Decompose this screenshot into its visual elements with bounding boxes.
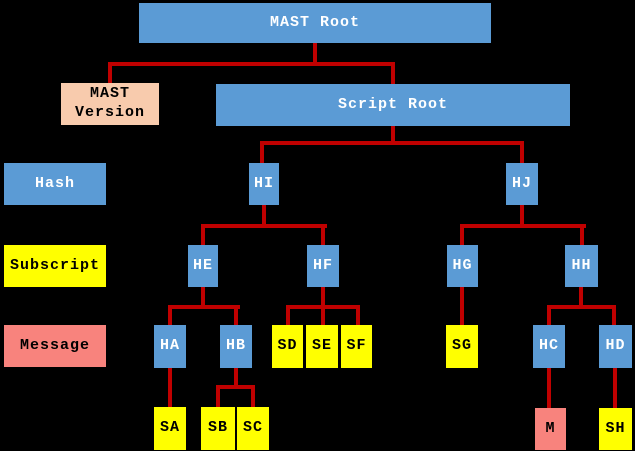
row-label-message: Message — [4, 325, 106, 367]
tree-edge — [260, 141, 264, 163]
node-hb: HB — [220, 325, 252, 368]
node-se: SE — [306, 325, 338, 368]
node-sd: SD — [272, 325, 303, 368]
tree-edge — [234, 305, 238, 325]
node-he: HE — [188, 245, 218, 287]
tree-edge — [201, 224, 327, 228]
node-hc: HC — [533, 325, 565, 368]
tree-edge — [520, 141, 524, 163]
tree-edge — [579, 287, 583, 307]
tree-edge — [547, 305, 616, 309]
tree-edge — [313, 43, 317, 63]
node-hd: HD — [599, 325, 632, 368]
tree-edge — [613, 368, 617, 408]
tree-edge — [391, 62, 395, 84]
tree-edge — [356, 305, 360, 325]
tree-edge — [520, 205, 524, 225]
node-sc: SC — [237, 407, 269, 450]
tree-edge — [251, 385, 255, 407]
tree-edge — [286, 305, 360, 309]
tree-edge — [580, 224, 584, 245]
node-sh: SH — [599, 408, 632, 450]
tree-edge — [547, 368, 551, 408]
node-hi: HI — [249, 163, 279, 205]
tree-edge — [260, 141, 524, 145]
row-label-subscript: Subscript — [4, 245, 106, 287]
node-mast-version: MAST Version — [61, 83, 159, 125]
tree-edge — [286, 305, 290, 325]
node-hh: HH — [565, 245, 598, 287]
node-sb: SB — [201, 407, 235, 450]
tree-edge — [234, 368, 238, 386]
tree-edge — [168, 305, 240, 309]
tree-edge — [108, 62, 112, 83]
node-hg: HG — [447, 245, 478, 287]
tree-edge — [168, 368, 172, 407]
tree-edge — [321, 224, 325, 245]
node-script-root: Script Root — [216, 84, 570, 126]
node-m: M — [535, 408, 566, 450]
tree-edge — [201, 224, 205, 245]
row-label-hash: Hash — [4, 163, 106, 205]
tree-edge — [168, 305, 172, 325]
tree-edge — [201, 287, 205, 307]
tree-edge — [216, 385, 220, 407]
tree-edge — [460, 224, 464, 245]
tree-edge — [216, 385, 255, 389]
node-hj: HJ — [506, 163, 538, 205]
node-sg: SG — [446, 325, 478, 368]
node-hf: HF — [307, 245, 339, 287]
tree-edge — [262, 205, 266, 225]
node-mast-root: MAST Root — [139, 3, 491, 43]
tree-edge — [108, 62, 395, 66]
tree-edge — [391, 126, 395, 142]
node-sa: SA — [154, 407, 186, 450]
node-ha: HA — [154, 325, 186, 368]
tree-edge — [612, 305, 616, 325]
node-sf: SF — [341, 325, 372, 368]
tree-edge — [460, 287, 464, 325]
tree-edge — [547, 305, 551, 325]
tree-edge — [460, 224, 586, 228]
